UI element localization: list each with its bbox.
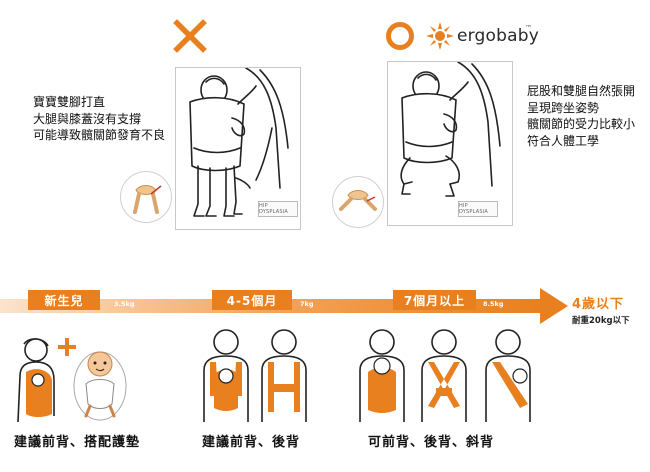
stage-newborn-weight: 3.5kg	[114, 300, 135, 308]
back-carry-figure	[261, 329, 307, 422]
stage-7-months-weight: 8.5kg	[483, 300, 504, 308]
hip-dysplasia-badge: HIP DYSPLASIA	[258, 201, 298, 217]
circle-mark-icon	[386, 22, 414, 50]
front-carry-figure	[203, 329, 249, 422]
stage-4-5-months-label: 4-5個月	[212, 290, 292, 310]
description-line: 呈現跨坐姿勢	[527, 100, 600, 115]
front-carry-newborn-figure	[17, 338, 55, 423]
description-line: 大腿與膝蓋沒有支撐	[33, 111, 142, 126]
description-line: 屁股和雙腿自然張開	[527, 84, 636, 98]
caption-newborn: 建議前背、搭配護墊	[14, 435, 141, 450]
brand-trademark: ™	[525, 24, 532, 32]
correct-posture-description: 屁股和雙腿自然張開 呈現跨坐姿勢 髖關節的受力比較小 符合人體工學	[527, 83, 635, 149]
stage-7-months-label: 7個月以上	[393, 290, 476, 310]
description-line: 髖關節的受力比較小	[527, 117, 636, 131]
front-carry-facing-figure	[359, 329, 405, 422]
age-limit-label: 4歲以下	[572, 297, 625, 312]
infant-insert-figure	[73, 351, 127, 421]
back-carry-x-strap-figure	[421, 329, 467, 422]
description-line: 符合人體工學	[527, 133, 600, 148]
stage-4-5-months-weight: 7kg	[300, 300, 314, 308]
caption-7-months: 可前背、後背、斜背	[368, 435, 495, 450]
hip-dysplasia-badge: HIP DYSPLASIA	[458, 201, 498, 217]
caption-4-5-months: 建議前背、後背	[202, 435, 301, 450]
description-line: 寶寶雙腳打直	[33, 95, 106, 109]
wrong-posture-description: 寶寶雙腳打直 大腿與膝蓋沒有支撐 可能導致髖關節發育不良	[33, 94, 165, 144]
description-line: 可能導致髖關節發育不良	[33, 128, 166, 142]
correct-posture-illustration	[387, 61, 513, 226]
hip-joint-xray-icon	[120, 171, 172, 223]
brand-name: ergobaby	[457, 26, 540, 46]
hip-joint-xray-icon	[332, 176, 384, 228]
weight-limit-label: 耐重20kg以下	[572, 316, 630, 326]
hip-carry-figure	[485, 329, 531, 422]
x-mark-icon	[173, 19, 207, 53]
ergobaby-sun-logo-icon	[426, 22, 454, 50]
plus-icon	[58, 338, 76, 356]
stage-newborn-label: 新生兒	[28, 290, 100, 310]
